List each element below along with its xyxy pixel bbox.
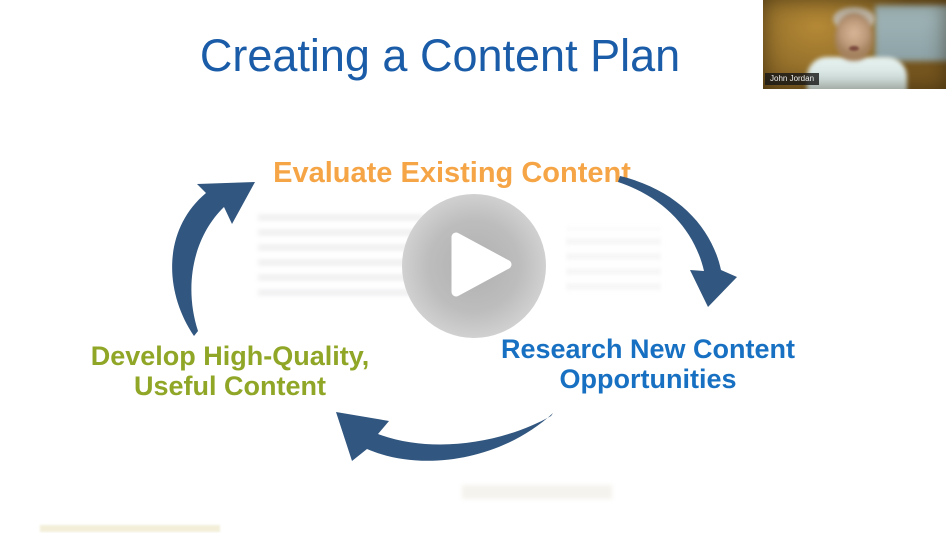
cycle-step-develop: Develop High-Quality, Useful Content — [91, 341, 370, 401]
slide-title: Creating a Content Plan — [199, 30, 681, 81]
arrow-right-down-icon — [618, 176, 737, 307]
presenter-shirt — [807, 57, 907, 89]
presenter-mouth — [849, 46, 859, 51]
ghost-artifact — [40, 525, 220, 532]
cycle-step-research-line2: Opportunities — [559, 364, 737, 395]
webcam-video: John Jordan — [763, 0, 946, 89]
cycle-step-evaluate: Evaluate Existing Content — [273, 157, 631, 189]
webcam-background-panel — [875, 5, 946, 61]
cycle-step-develop-line2: Useful Content — [134, 371, 326, 402]
cycle-step-evaluate-line1: Evaluate Existing Content — [273, 157, 631, 189]
participant-name-label: John Jordan — [765, 73, 820, 85]
presenter-face — [835, 13, 873, 61]
cycle-step-develop-line1: Develop High-Quality, — [90, 341, 370, 371]
arrow-left-up-icon — [172, 182, 255, 336]
ghost-artifact — [258, 214, 423, 296]
ghost-artifact — [566, 228, 661, 290]
play-button[interactable] — [402, 194, 546, 338]
arrow-bottom-left-icon — [336, 412, 553, 461]
ghost-artifact — [462, 485, 612, 499]
cycle-step-research-line1: Research New Content — [500, 334, 796, 364]
play-icon — [451, 232, 512, 297]
cycle-step-research: Research New Content Opportunities — [501, 334, 795, 394]
